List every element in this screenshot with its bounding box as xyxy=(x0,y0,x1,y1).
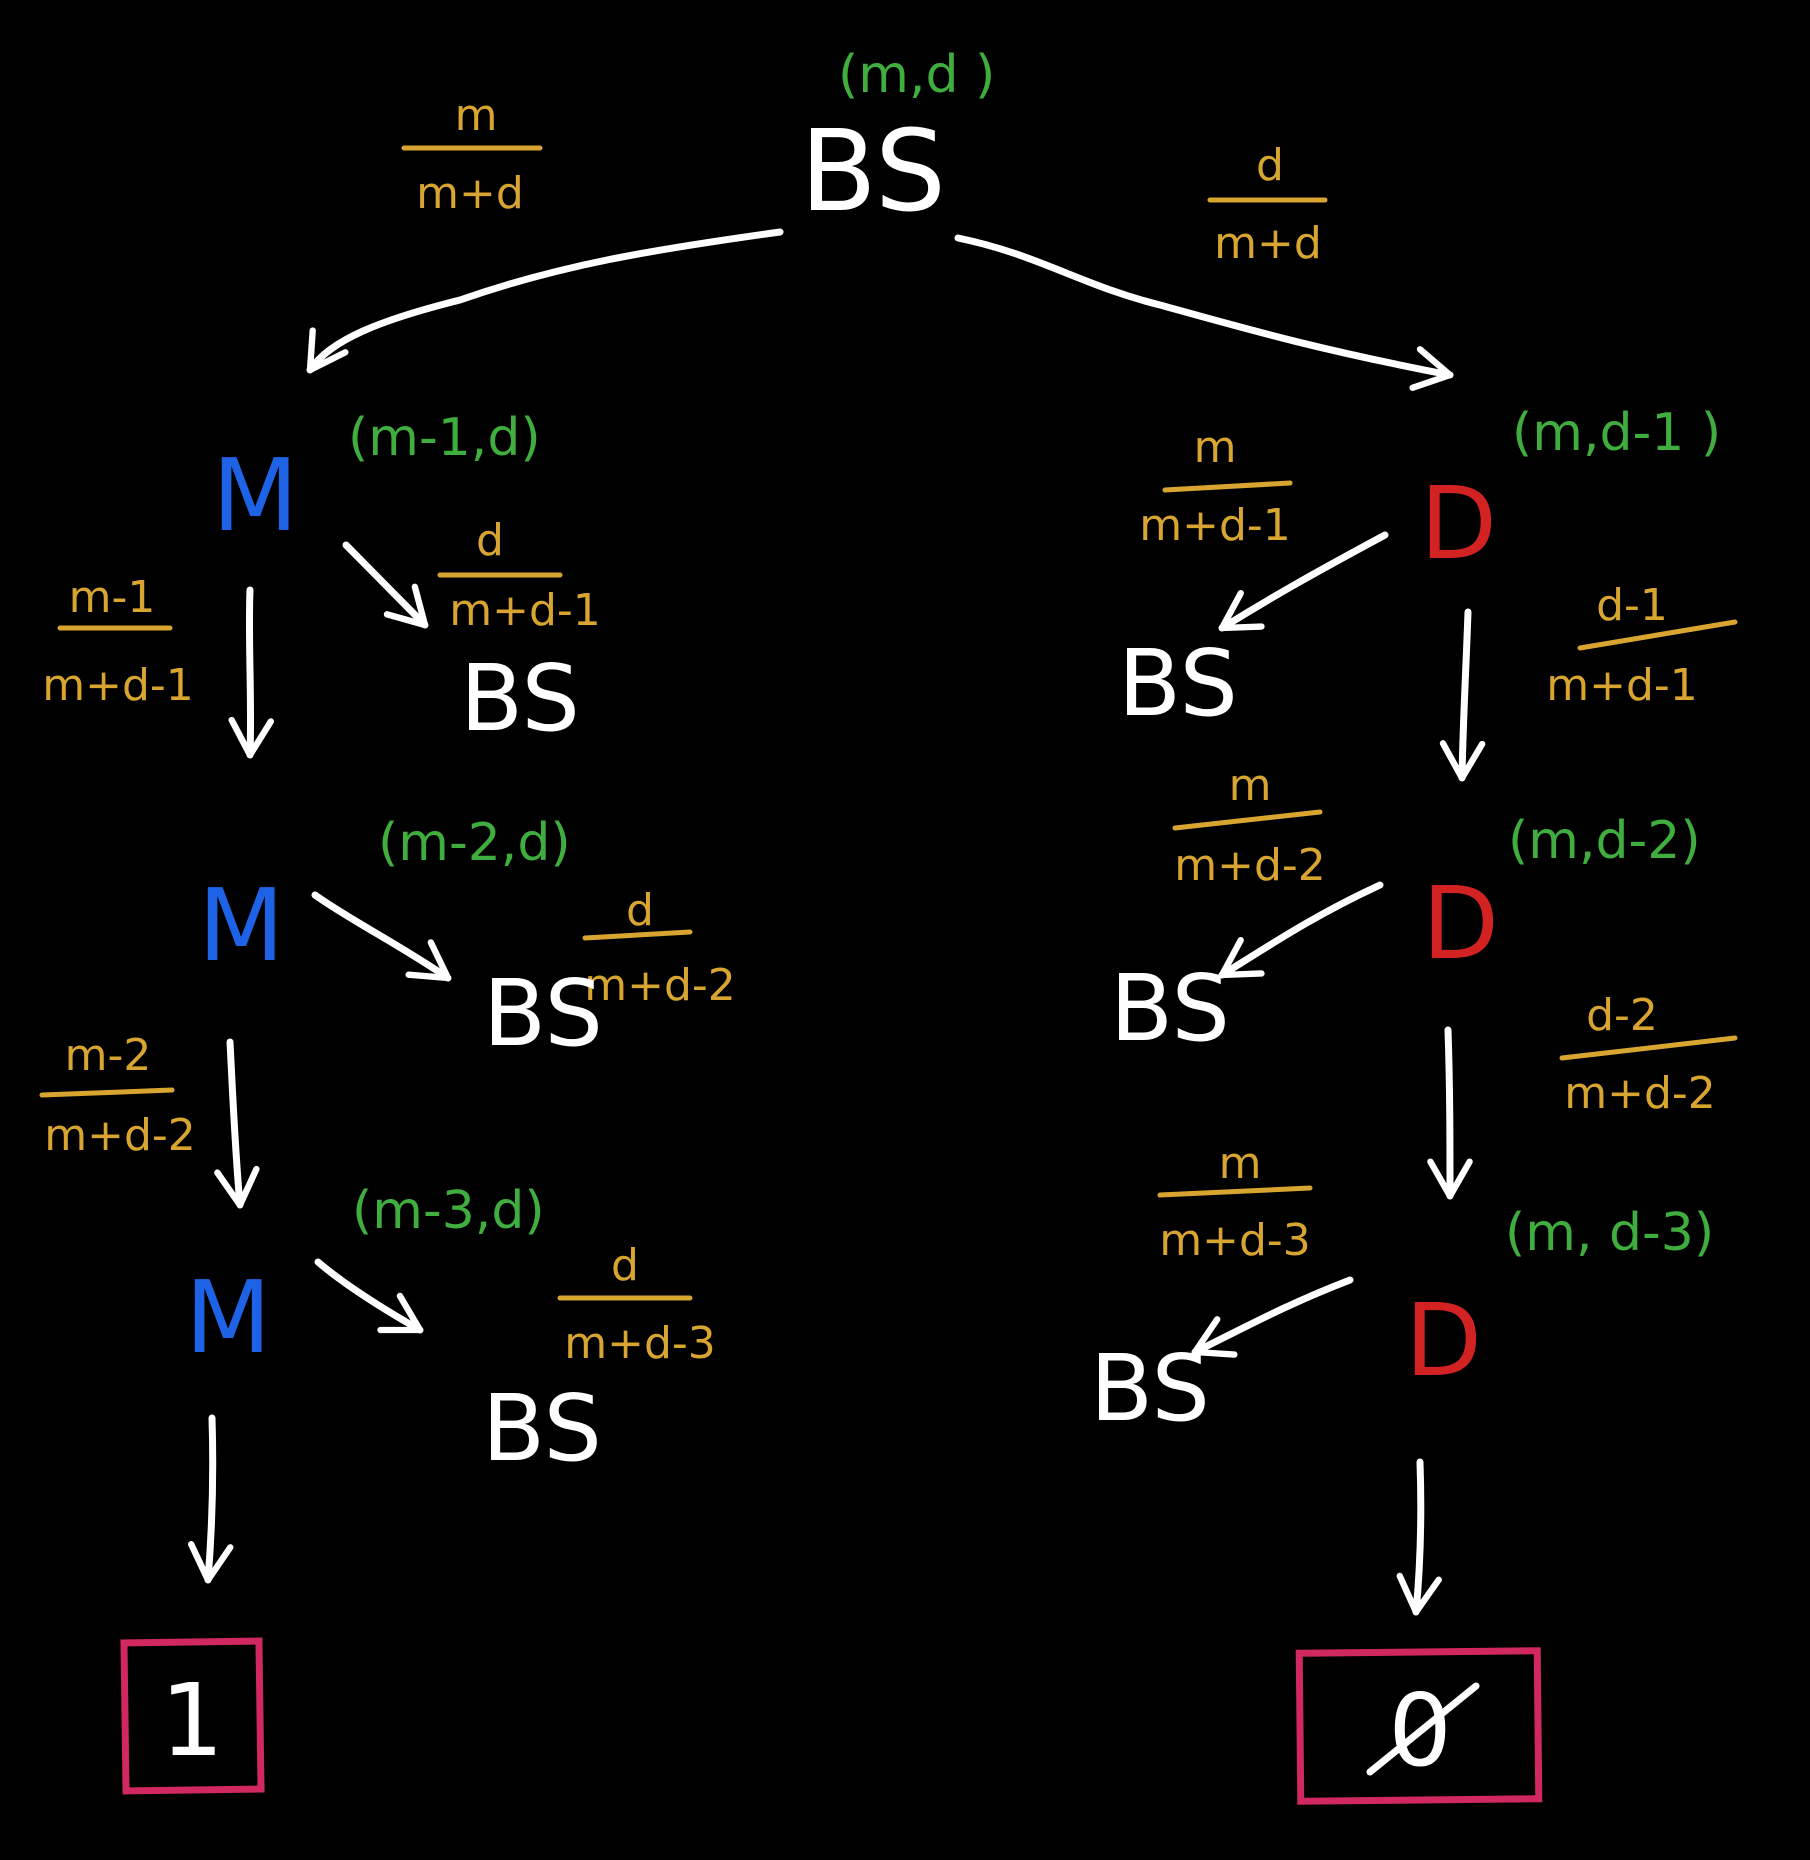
d1-to-bs-edge xyxy=(1218,531,1389,632)
root-bs-node: BS xyxy=(800,107,946,237)
d2-down-prob-line xyxy=(1559,1035,1738,1061)
d-node-3: D xyxy=(1405,1282,1482,1399)
root-to-m-edge xyxy=(306,228,784,374)
terminal-one: 1 xyxy=(160,1662,224,1779)
m1-down-probability: m-1 m+d-1 xyxy=(42,572,194,711)
root-left-prob-num: m xyxy=(455,90,498,141)
m2-down-prob-den: m+d-2 xyxy=(44,1110,196,1161)
root-right-prob-num: d xyxy=(1256,140,1284,191)
d3-to-bs-probability: m m+d-3 xyxy=(1157,1138,1313,1266)
m-node-1: M xyxy=(212,437,298,554)
m-node-2: M xyxy=(198,867,284,984)
m2-down-prob-line xyxy=(39,1087,175,1098)
d-node-1: D xyxy=(1420,465,1497,582)
bs-node-left-2: BS xyxy=(483,960,603,1067)
d2-bs-prob-line xyxy=(1172,809,1323,831)
root-right-prob-den: m+d xyxy=(1214,218,1322,269)
d1-down-prob-line xyxy=(1577,619,1738,651)
d1-bs-prob-num: m xyxy=(1194,422,1237,473)
m1-to-bs-edge xyxy=(342,541,429,629)
d3-bs-prob-num: m xyxy=(1219,1138,1262,1189)
d1-to-bs-probability: m m+d-1 xyxy=(1139,422,1293,551)
m3-bs-prob-num: d xyxy=(611,1240,639,1291)
m2-bs-prob-den: m+d-2 xyxy=(584,960,736,1011)
d1-down-prob-den: m+d-1 xyxy=(1546,660,1698,711)
m-node-3: M xyxy=(185,1259,271,1376)
d1-down-prob-num: d-1 xyxy=(1596,580,1668,631)
zero-slash xyxy=(1366,1682,1480,1776)
d-node-3-state: (m, d-3) xyxy=(1505,1203,1714,1263)
d3-bs-prob-den: m+d-3 xyxy=(1159,1215,1311,1266)
d2-to-bs-probability: m m+d-2 xyxy=(1172,760,1326,891)
d2-down-prob-den: m+d-2 xyxy=(1564,1068,1716,1119)
m3-to-terminal-edge xyxy=(188,1414,234,1584)
root-left-probability: m m+d xyxy=(401,90,543,219)
m2-bs-prob-num: d xyxy=(626,885,654,936)
root-to-d-edge xyxy=(954,234,1454,391)
bs-node-right-2: BS xyxy=(1110,955,1230,1062)
m3-bs-prob-den: m+d-3 xyxy=(564,1318,716,1369)
d1-bs-prob-line xyxy=(1162,480,1293,493)
m1-down-prob-den: m+d-1 xyxy=(42,660,194,711)
d2-bs-prob-num: m xyxy=(1229,760,1272,811)
m-node-2-state: (m-2,d) xyxy=(378,813,571,873)
d3-to-bs-edge xyxy=(1191,1276,1354,1358)
d2-bs-prob-den: m+d-2 xyxy=(1174,840,1326,891)
m2-to-bs-probability: d m+d-2 xyxy=(582,885,736,1011)
m-node-1-state: (m-1,d) xyxy=(348,408,541,468)
terminal-box-one xyxy=(120,1637,265,1795)
m2-to-bs-edge xyxy=(311,891,452,982)
m1-to-m2-edge xyxy=(228,586,275,759)
bs-node-left-1: BS xyxy=(460,645,580,752)
m1-to-bs-probability: d m+d-1 xyxy=(437,515,601,636)
m3-to-bs-edge xyxy=(314,1258,424,1334)
m2-down-prob-num: m-2 xyxy=(65,1030,152,1081)
d2-down-probability: d-2 m+d-2 xyxy=(1559,990,1738,1119)
bs-node-right-3: BS xyxy=(1090,1335,1210,1442)
m1-down-prob-num: m-1 xyxy=(69,572,156,623)
terminal-box-zero xyxy=(1295,1647,1543,1805)
m-node-3-state: (m-3,d) xyxy=(352,1181,545,1241)
d2-to-d3-edge xyxy=(1427,1026,1473,1200)
m1-bs-prob-num: d xyxy=(476,515,504,566)
d1-bs-prob-den: m+d-1 xyxy=(1139,500,1291,551)
d2-to-bs-edge xyxy=(1218,881,1384,979)
m3-to-bs-probability: d m+d-3 xyxy=(557,1240,716,1369)
bs-node-left-3: BS xyxy=(482,1375,602,1482)
d-node-1-state: (m,d-1 ) xyxy=(1512,403,1721,463)
m2-bs-prob-line xyxy=(582,929,693,941)
d3-bs-prob-line xyxy=(1157,1185,1313,1198)
m1-bs-prob-den: m+d-1 xyxy=(449,585,601,636)
root-left-prob-den: m+d xyxy=(416,168,524,219)
bs-node-right-1: BS xyxy=(1118,630,1238,737)
d2-down-prob-num: d-2 xyxy=(1586,990,1658,1041)
d1-down-probability: d-1 m+d-1 xyxy=(1546,580,1738,711)
root-state: (m,d ) xyxy=(838,45,995,105)
d1-to-d2-edge xyxy=(1439,608,1486,782)
d3-to-terminal-edge xyxy=(1396,1458,1442,1616)
d-node-2: D xyxy=(1422,865,1499,982)
root-right-probability: d m+d xyxy=(1207,140,1328,269)
m2-to-m3-edge xyxy=(214,1038,260,1209)
d-node-2-state: (m,d-2) xyxy=(1508,811,1701,871)
m2-down-probability: m-2 m+d-2 xyxy=(39,1030,196,1161)
